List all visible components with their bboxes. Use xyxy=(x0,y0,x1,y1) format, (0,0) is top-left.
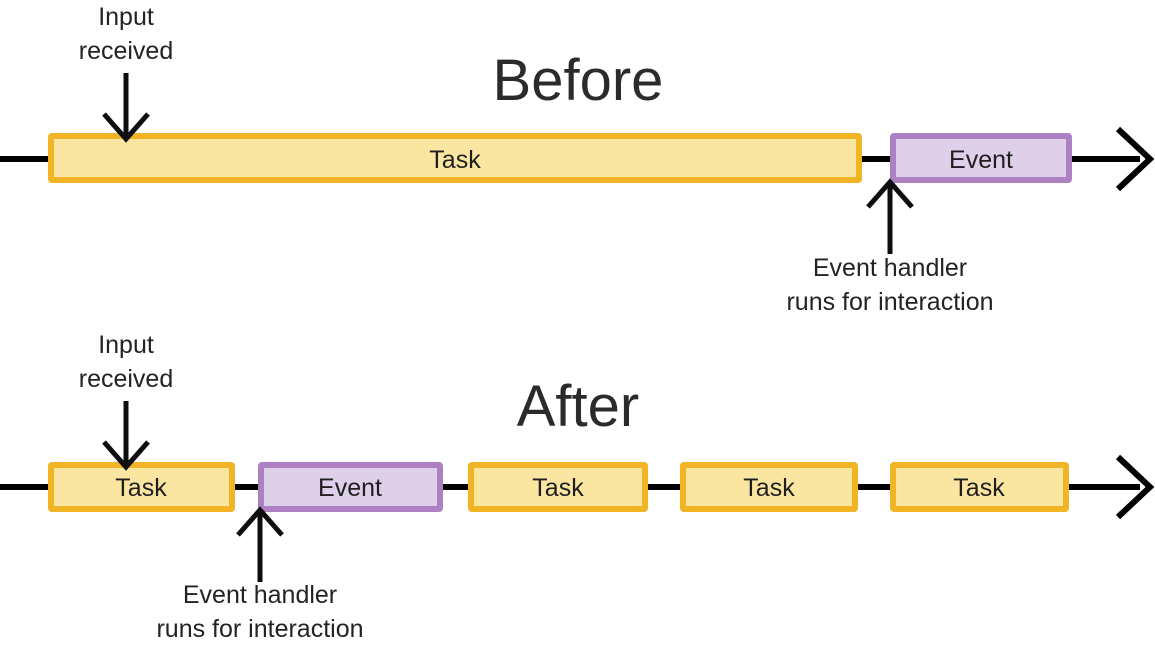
after-block-event[interactable]: Event xyxy=(258,462,443,512)
after-block-task-2-rect xyxy=(468,462,648,512)
before-section: Before Task Event Input received Event h… xyxy=(0,3,1155,316)
after-block-task-4-rect xyxy=(890,462,1069,512)
after-handler-arrow-head-icon xyxy=(236,506,284,537)
after-input-annotation: Input received xyxy=(79,331,174,471)
before-block-event-label: Event xyxy=(949,146,1013,174)
after-block-task-2-label: Task xyxy=(532,474,584,502)
before-block-task-rect xyxy=(48,133,862,183)
after-input-annotation-line2: received xyxy=(79,365,174,393)
after-block-task-1[interactable]: Task xyxy=(48,462,235,512)
before-handler-annotation-line2: runs for interaction xyxy=(786,288,993,316)
before-handler-arrow-head-icon xyxy=(866,178,914,209)
before-input-annotation-line2: received xyxy=(79,37,174,65)
after-input-arrow-head-icon xyxy=(102,440,150,471)
before-title: Before xyxy=(493,48,664,113)
before-handler-annotation: Event handler runs for interaction xyxy=(786,178,994,316)
before-block-event-rect xyxy=(890,133,1072,183)
before-handler-annotation-line1: Event handler xyxy=(813,254,967,282)
before-input-annotation-line1: Input xyxy=(98,3,154,31)
after-handler-annotation: Event handler runs for interaction xyxy=(156,506,364,643)
after-timeline-arrowhead-icon xyxy=(1115,454,1155,520)
before-block-event[interactable]: Event xyxy=(890,133,1072,183)
after-block-task-4[interactable]: Task xyxy=(890,462,1069,512)
after-block-task-3-label: Task xyxy=(743,474,795,502)
after-input-annotation-line1: Input xyxy=(98,331,154,359)
after-block-task-1-label: Task xyxy=(115,474,167,502)
after-handler-annotation-line1: Event handler xyxy=(183,581,337,609)
after-block-event-label: Event xyxy=(318,474,382,502)
before-timeline-arrowhead-icon xyxy=(1115,126,1155,192)
before-input-arrow-head-icon xyxy=(102,112,150,143)
after-block-task-1-rect xyxy=(48,462,235,512)
before-block-task[interactable]: Task xyxy=(48,133,862,183)
before-block-task-label: Task xyxy=(429,146,481,174)
after-handler-annotation-line2: runs for interaction xyxy=(156,615,363,643)
after-block-task-4-label: Task xyxy=(953,474,1005,502)
after-block-event-rect xyxy=(258,462,443,512)
after-block-task-2[interactable]: Task xyxy=(468,462,648,512)
after-block-task-3-rect xyxy=(680,462,858,512)
after-section: After Task Event Task Task xyxy=(0,331,1155,643)
after-title: After xyxy=(517,374,640,439)
after-block-task-3[interactable]: Task xyxy=(680,462,858,512)
before-input-annotation: Input received xyxy=(79,3,174,143)
